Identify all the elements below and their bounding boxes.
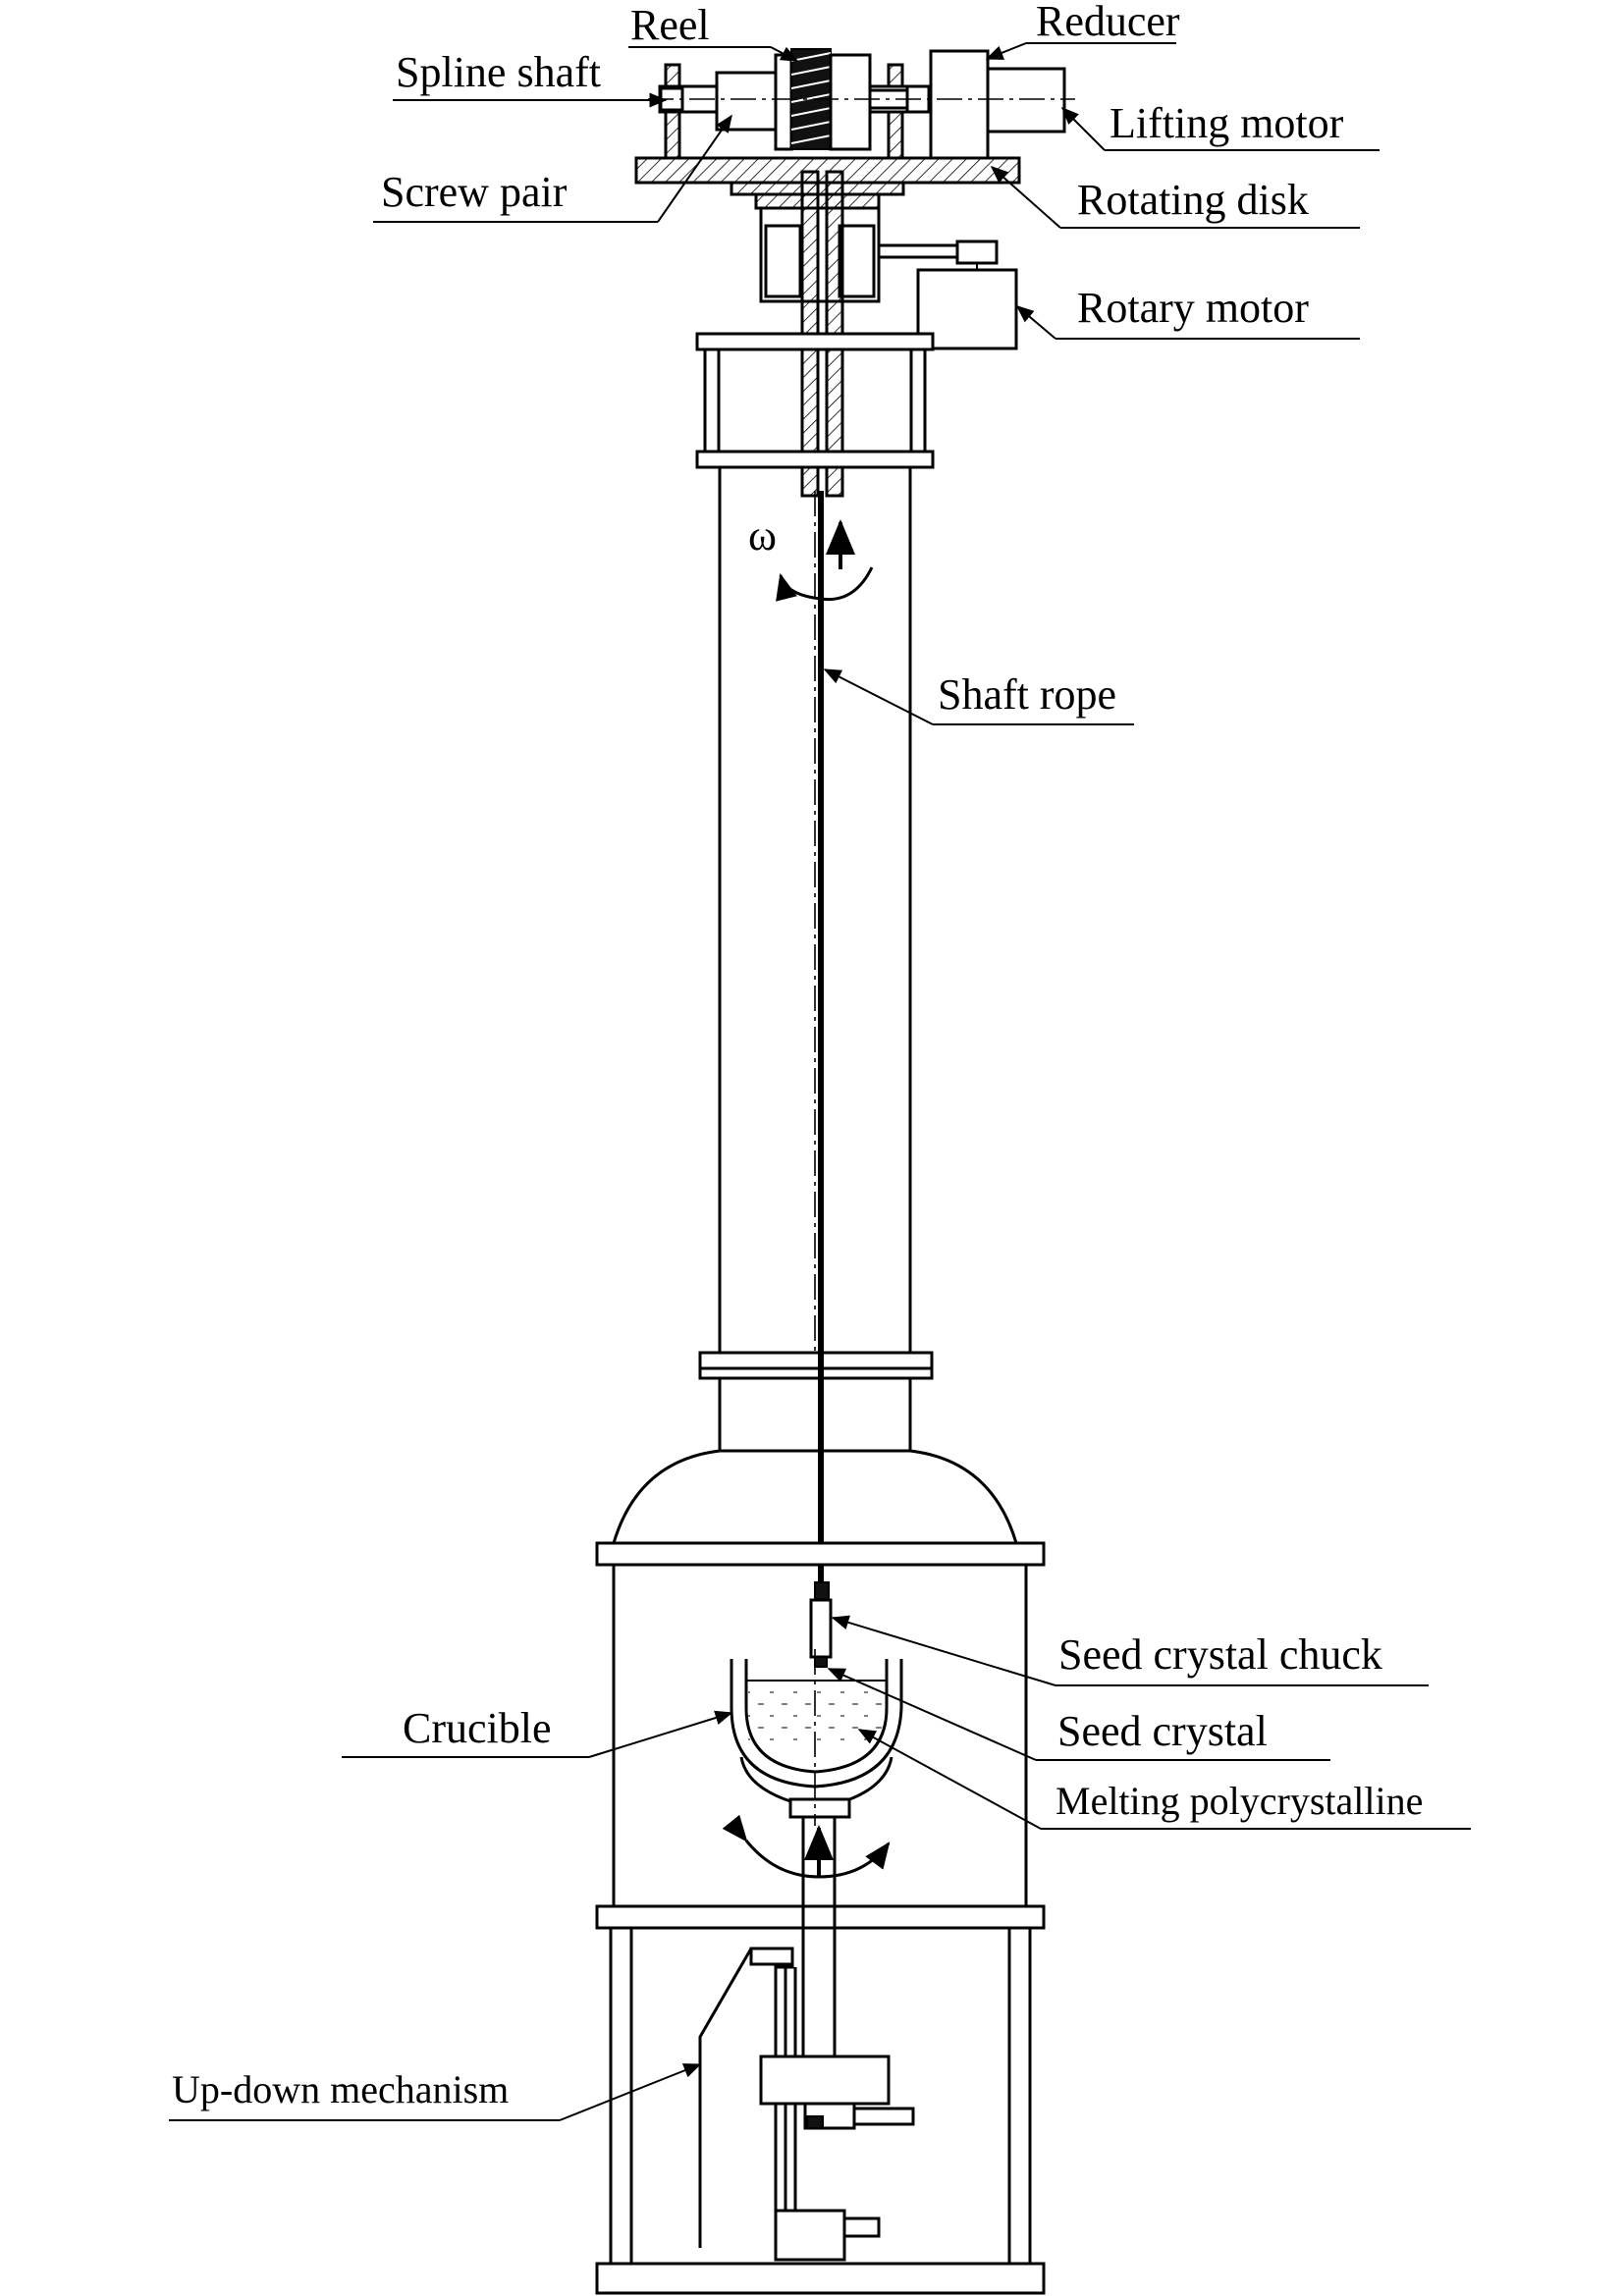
label-reducer: Reducer [985,0,1180,60]
rotary-motor-pulley [955,240,999,265]
label-omega: ω [748,511,777,560]
upper-flange-top [695,332,935,351]
label-spline-shaft: Spline shaft [393,48,668,108]
label-up-down-text: Up-down mechanism [172,2067,509,2111]
reel-right-cap [829,53,872,151]
label-melting-polycrystalline: Melting polycrystalline [857,1729,1471,1830]
bearing-right [838,224,876,298]
label-crucible: Crucible [342,1704,733,1758]
crucible [730,1649,903,1826]
label-seed-crystal-chuck: Seed crystal chuck [831,1615,1429,1686]
label-omega-text: ω [748,511,777,560]
label-reel-text: Reel [630,1,710,49]
top-drive-assembly [634,48,1075,498]
seed-crystal-chuck [809,1581,833,1668]
up-down-mechanism [595,1928,1046,2295]
label-up-down-mechanism: Up-down mechanism [169,2063,702,2121]
label-rotary-motor-text: Rotary motor [1077,284,1309,332]
mid-flange-bottom [698,1366,934,1380]
label-reel: Reel [628,1,799,62]
label-screw-pair-text: Screw pair [381,168,568,216]
mid-flange-top [698,1351,934,1370]
label-melting-text: Melting polycrystalline [1056,1779,1423,1823]
label-rotary-motor: Rotary motor [1015,284,1360,340]
label-shaft-rope-text: Shaft rope [938,670,1116,719]
upper-chamber [695,332,935,1451]
screw-pair-body [715,71,778,132]
reel-left-cap [774,53,793,151]
label-lifting-motor-text: Lifting motor [1110,99,1344,147]
dome-flange [595,1541,1046,1567]
omega-rotation-arrow [776,519,874,602]
melt [748,1681,886,1749]
label-screw-pair: Screw pair [373,114,732,223]
reel-winding [790,52,832,144]
label-reducer-text: Reducer [1036,0,1180,45]
bearing-left [764,224,802,298]
label-lifting-motor: Lifting motor [1060,99,1380,151]
label-seed-crystal-text: Seed crystal [1057,1707,1268,1755]
label-spline-shaft-text: Spline shaft [396,48,601,96]
label-rotating-disk-text: Rotating disk [1077,176,1309,224]
furnace-dome [612,1449,1018,1544]
machine-base [595,2262,1046,2295]
label-rotating-disk: Rotating disk [990,166,1360,229]
crucible-shaft [722,1814,891,2056]
label-crucible-text: Crucible [403,1704,552,1752]
lifting-motor [986,67,1066,133]
label-seed-crystal: Seed crystal [827,1668,1330,1761]
reducer [929,49,990,160]
chamber-base-flange [595,1904,1046,1930]
drive-link [877,243,959,259]
label-shaft-rope: Shaft rope [823,668,1134,725]
label-seed-chuck-text: Seed crystal chuck [1058,1630,1382,1679]
upper-flange-bottom [695,450,935,469]
furnace-chamber [595,1449,1046,1930]
